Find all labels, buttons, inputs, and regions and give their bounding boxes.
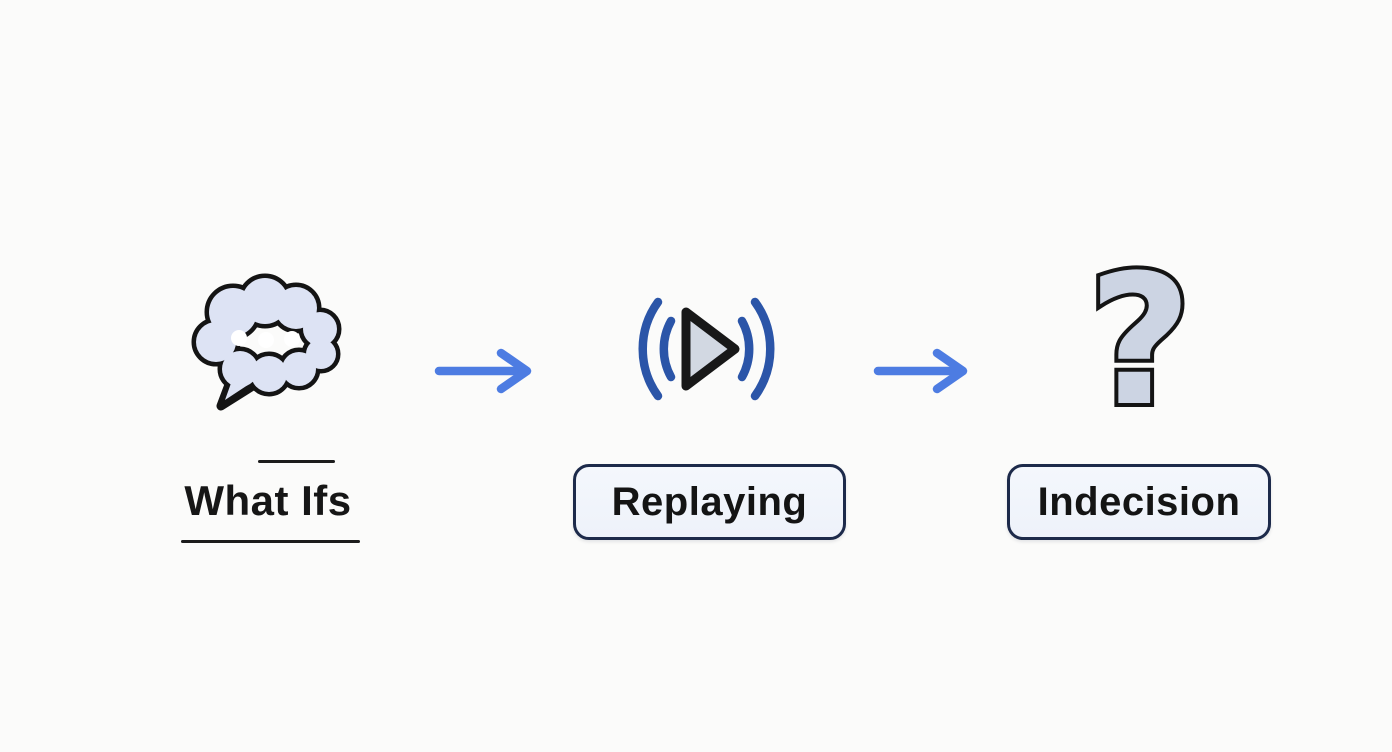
arrow-right-icon [434, 348, 532, 394]
indecision-label: Indecision [1037, 479, 1241, 524]
what-ifs-label: What Ifs [184, 477, 352, 524]
play-with-sound-waves-icon [638, 297, 775, 401]
rule-above [258, 460, 335, 463]
question-mark-icon: ? [1084, 233, 1196, 450]
thought-bubble-icon [191, 273, 342, 411]
step-label-replaying: Replaying [573, 464, 846, 540]
replaying-label: Replaying [611, 479, 808, 524]
step-label-indecision: Indecision [1007, 464, 1271, 540]
question-mark-glyph: ? [1088, 237, 1192, 446]
step-label-what-ifs: What Ifs [168, 453, 368, 548]
rule-below [181, 540, 360, 543]
typing-dots [231, 330, 300, 348]
arrow-right-icon [873, 348, 968, 394]
